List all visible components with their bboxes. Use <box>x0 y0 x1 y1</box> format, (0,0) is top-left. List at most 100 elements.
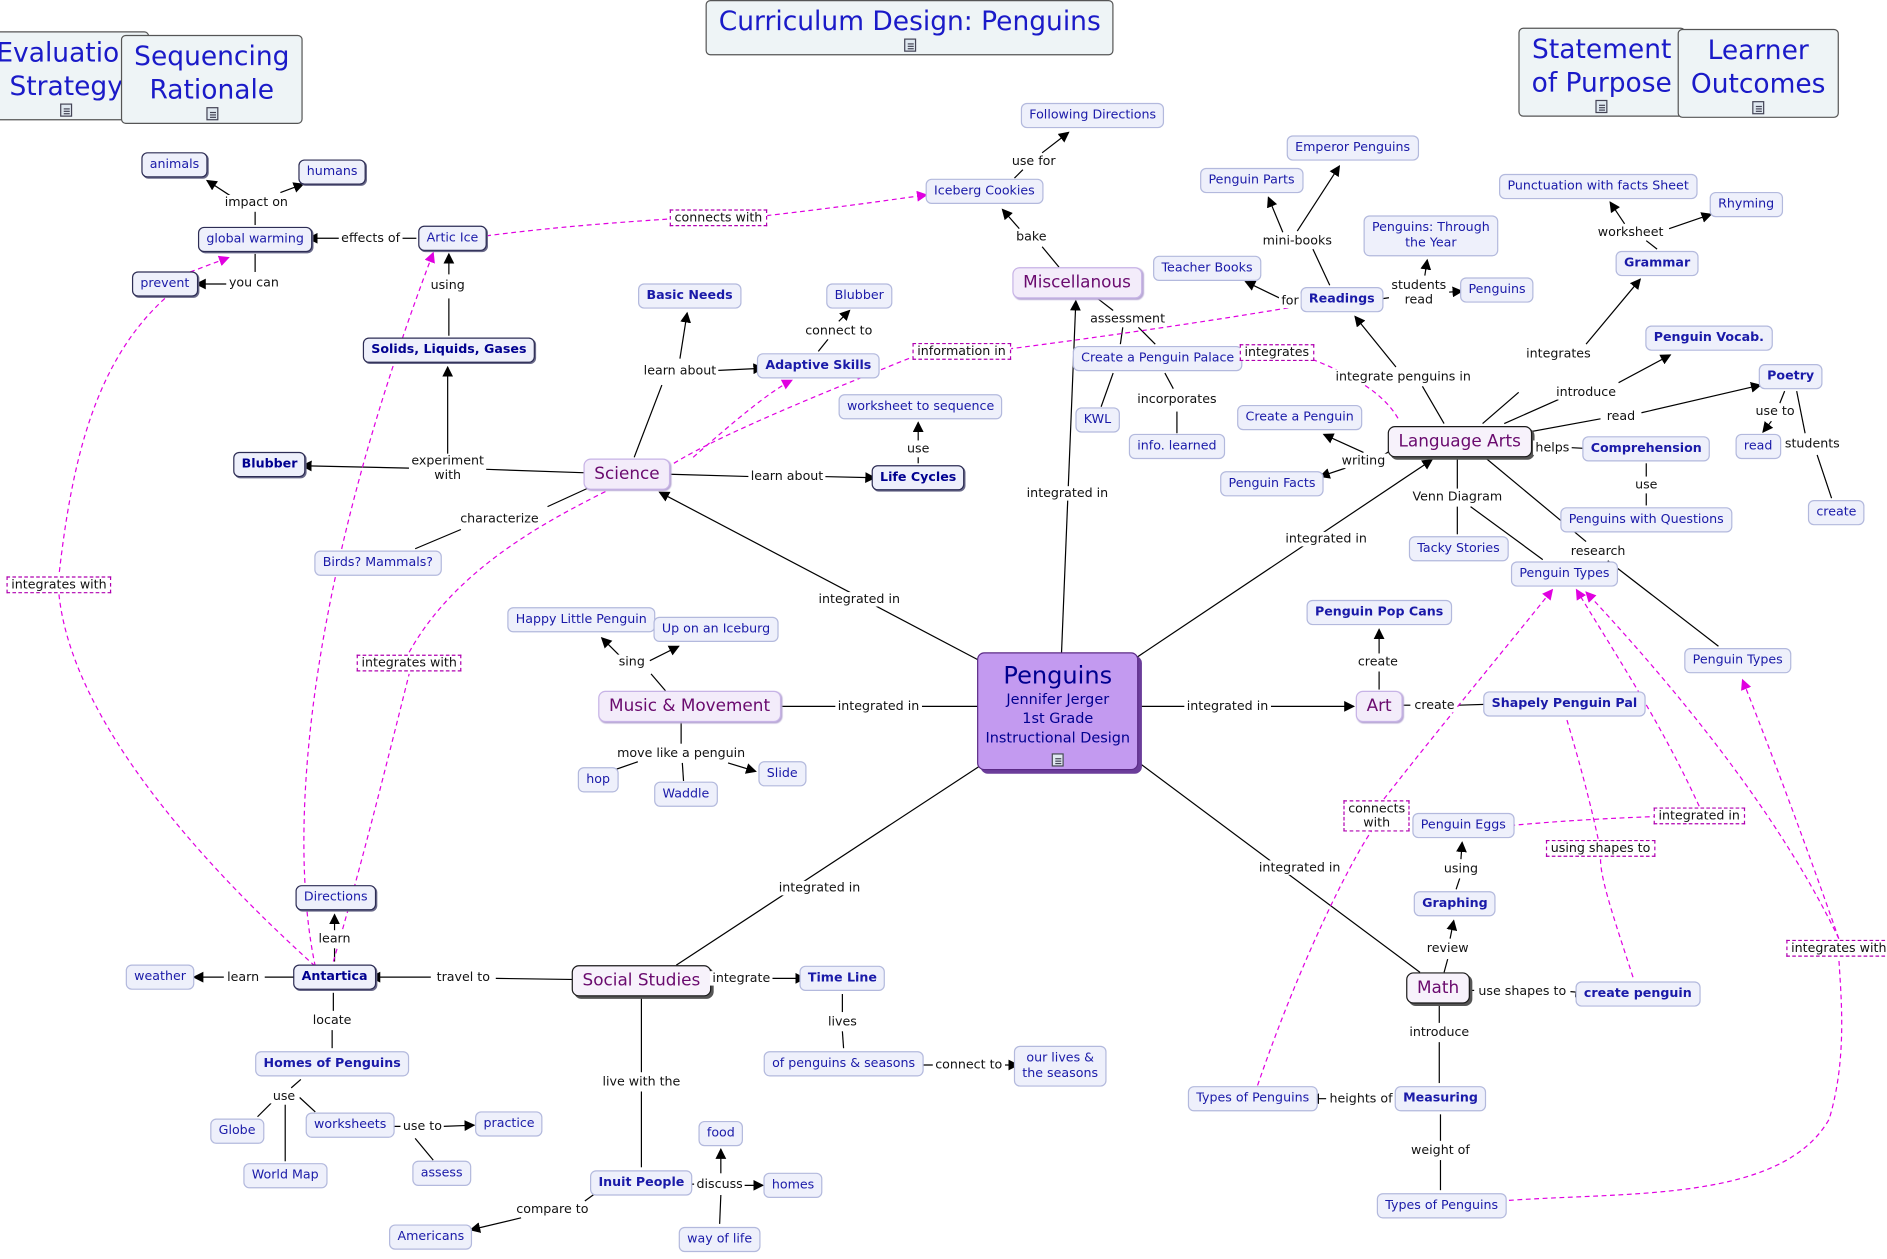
concept-node-kwl[interactable]: KWL <box>1075 407 1120 433</box>
concept-node-adaptive[interactable]: Adaptive Skills <box>756 353 880 379</box>
concept-node-basic[interactable]: Basic Needs <box>638 283 742 309</box>
concept-node-science[interactable]: Science <box>583 458 671 490</box>
concept-node-iceberg[interactable]: Iceberg Cookies <box>925 178 1044 204</box>
concept-node-homes[interactable]: Homes of Penguins <box>255 1051 410 1077</box>
concept-node-math[interactable]: Math <box>1406 972 1470 1004</box>
concept-node-infolearned[interactable]: info. learned <box>1128 433 1226 460</box>
concept-node-worksheet_seq[interactable]: worksheet to sequence <box>838 394 1003 420</box>
doc-icon[interactable] <box>60 103 73 117</box>
concept-node-hop[interactable]: hop <box>577 767 619 793</box>
concept-node-worksheets[interactable]: worksheets <box>305 1112 395 1138</box>
concept-node-social[interactable]: Social Studies <box>571 965 712 997</box>
concept-node-solids[interactable]: Solids, Liquids, Gases <box>362 337 535 363</box>
concept-node-seasons[interactable]: of penguins & seasons <box>763 1051 924 1077</box>
concept-node-global[interactable]: global warming <box>197 226 313 253</box>
concept-node-label: Shapely Penguin Pal <box>1491 696 1638 711</box>
concept-node-inuit[interactable]: Inuit People <box>590 1170 693 1196</box>
concept-node-birds[interactable]: Birds? Mammals? <box>314 550 442 576</box>
concept-node-label: food <box>706 1125 735 1141</box>
concept-node-label: Poetry <box>1767 368 1815 384</box>
concept-node-readings[interactable]: Readings <box>1300 287 1384 313</box>
concept-node-label: Language Arts <box>1398 432 1521 452</box>
concept-node-language[interactable]: Language Arts <box>1387 426 1532 458</box>
link-label: Venn Diagram <box>1410 489 1505 505</box>
concept-node-label: Readings <box>1308 291 1375 307</box>
concept-node-vocab[interactable]: Penguin Vocab. <box>1645 325 1773 351</box>
concept-node-penguins_read[interactable]: Penguins <box>1460 277 1534 303</box>
concept-node-assess[interactable]: assess <box>412 1160 471 1186</box>
concept-node-wayoflife[interactable]: way of life <box>678 1226 761 1253</box>
concept-node-slide[interactable]: Slide <box>758 761 807 787</box>
concept-node-poetry[interactable]: Poetry <box>1758 364 1823 390</box>
concept-node-timeline[interactable]: Time Line <box>799 965 886 991</box>
concept-node-createpenguin2[interactable]: create penguin <box>1575 981 1701 1007</box>
concept-node-punctuation[interactable]: Punctuation with facts Sheet <box>1499 173 1698 200</box>
link-label: use to <box>1753 404 1797 419</box>
concept-node-label: Comprehension <box>1590 441 1702 456</box>
concept-node-label: our lives & <box>1026 1050 1095 1066</box>
concept-node-ourlives[interactable]: our lives &the seasons <box>1013 1045 1107 1087</box>
concept-node-music[interactable]: Music & Movement <box>598 690 781 723</box>
concept-node-parts[interactable]: Penguin Parts <box>1200 167 1303 194</box>
doc-icon[interactable] <box>903 38 916 52</box>
concept-node-curriculum[interactable]: Curriculum Design: Penguins <box>705 0 1114 56</box>
concept-node-shapely[interactable]: Shapely Penguin Pal <box>1483 691 1646 717</box>
concept-node-typesmath2[interactable]: Types of Penguins <box>1376 1193 1507 1219</box>
concept-node-americans[interactable]: Americans <box>389 1224 473 1250</box>
concept-node-label: assess <box>420 1165 463 1180</box>
concept-node-weather[interactable]: weather <box>125 964 195 990</box>
concept-node-palace[interactable]: Create a Penguin Palace <box>1072 345 1243 372</box>
concept-node-happy[interactable]: Happy Little Penguin <box>507 607 656 633</box>
concept-node-graphing[interactable]: Graphing <box>1413 891 1497 917</box>
concept-node-label: homes <box>771 1177 815 1192</box>
concept-node-label: Penguin Facts <box>1228 475 1316 491</box>
concept-node-createpenguin1[interactable]: Create a Penguin <box>1237 404 1363 431</box>
concept-node-create2[interactable]: create <box>1807 500 1865 526</box>
doc-icon[interactable] <box>1595 99 1608 114</box>
concept-node-tacky[interactable]: Tacky Stories <box>1408 536 1509 562</box>
concept-node-rhyming[interactable]: Rhyming <box>1709 191 1783 218</box>
concept-node-directions[interactable]: Directions <box>295 885 377 911</box>
concept-node-measuring[interactable]: Measuring <box>1394 1086 1487 1112</box>
concept-node-eggs[interactable]: Penguin Eggs <box>1412 812 1515 839</box>
concept-node-typesmath1[interactable]: Types of Penguins <box>1187 1086 1318 1112</box>
concept-node-art[interactable]: Art <box>1355 690 1403 723</box>
concept-node-questions[interactable]: Penguins with Questions <box>1560 507 1733 533</box>
concept-node-grammar[interactable]: Grammar <box>1615 250 1699 277</box>
concept-node-worldmap[interactable]: World Map <box>243 1163 328 1189</box>
concept-node-penguinfacts[interactable]: Penguin Facts <box>1220 471 1324 497</box>
concept-node-types1[interactable]: Penguin Types <box>1510 561 1618 587</box>
concept-node-globe[interactable]: Globe <box>210 1118 264 1144</box>
concept-node-following[interactable]: Following Directions <box>1020 102 1165 129</box>
concept-node-humans[interactable]: humans <box>298 159 366 185</box>
doc-icon[interactable] <box>205 107 218 121</box>
concept-node-antartica[interactable]: Antartica <box>293 964 376 990</box>
concept-node-lifecycles[interactable]: Life Cycles <box>871 465 965 491</box>
concept-node-misc[interactable]: Miscellanous <box>1012 267 1142 299</box>
concept-node-read2[interactable]: read <box>1735 433 1781 460</box>
concept-node-popcans[interactable]: Penguin Pop Cans <box>1306 599 1452 626</box>
link-label: use <box>270 1089 298 1104</box>
concept-node-practice[interactable]: practice <box>475 1111 544 1137</box>
concept-node-teacherbooks[interactable]: Teacher Books <box>1153 255 1261 281</box>
concept-node-waddle[interactable]: Waddle <box>654 781 718 807</box>
concept-node-comprehension[interactable]: Comprehension <box>1582 436 1711 462</box>
doc-icon[interactable] <box>1051 753 1064 767</box>
doc-icon[interactable] <box>1752 101 1765 115</box>
concept-node-animals[interactable]: animals <box>141 152 208 178</box>
concept-node-blubber1[interactable]: Blubber <box>233 451 306 478</box>
concept-node-artic[interactable]: Artic Ice <box>418 225 487 251</box>
concept-node-prevent[interactable]: prevent <box>131 271 198 297</box>
concept-node-iceberg2[interactable]: Up on an Iceburg <box>653 616 779 643</box>
concept-node-types2[interactable]: Penguin Types <box>1684 648 1792 674</box>
concept-node-food[interactable]: food <box>698 1120 744 1147</box>
concept-node-emperor[interactable]: Emperor Penguins <box>1286 135 1419 161</box>
concept-node-homes2[interactable]: homes <box>763 1172 823 1198</box>
concept-node-blubber2[interactable]: Blubber <box>826 283 893 309</box>
